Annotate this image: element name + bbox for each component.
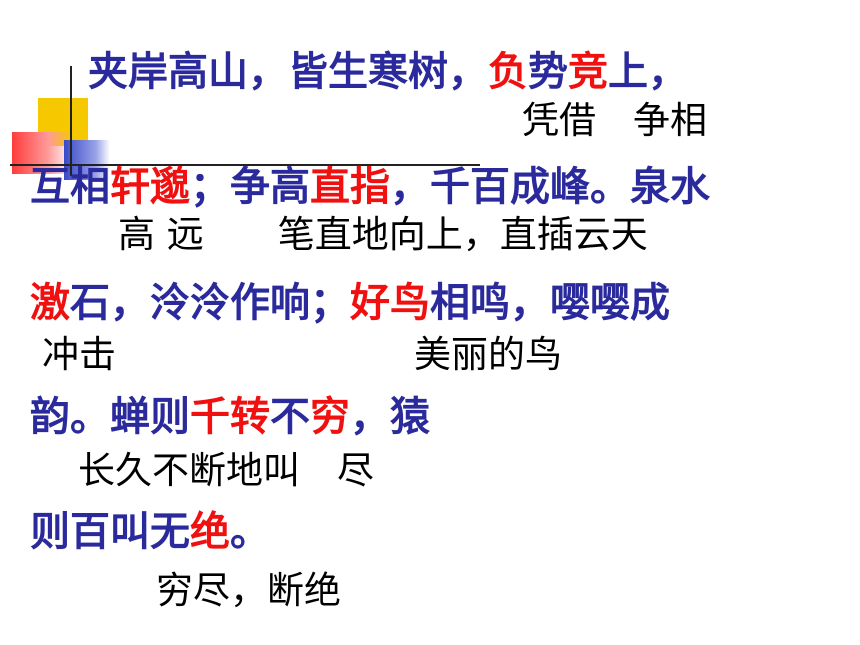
segment: 势 <box>528 49 568 95</box>
segment-highlight: 竞 <box>568 49 608 95</box>
text-line-1: 夹岸高山，皆生寒树，负势竞上， <box>88 52 688 92</box>
segment: 石，泠泠 <box>70 280 230 326</box>
segment: 上， <box>608 49 688 95</box>
segment: ，猿 <box>350 394 430 440</box>
decor-red-gradient-bar <box>12 132 72 174</box>
gloss-line-5: 穷尽，断绝 <box>156 569 341 612</box>
gloss-line-3b: 美丽的鸟 <box>414 333 562 376</box>
segment-highlight: 绝 <box>190 509 230 555</box>
gloss-line-2: 高 远 笔直地向上，直插云天 <box>118 213 648 256</box>
segment-highlight: 负 <box>488 49 528 95</box>
gloss-line-3a: 冲击 <box>42 333 116 376</box>
segment: 不 <box>270 394 310 440</box>
text-line-4: 韵。蝉则千转不穷，猿 <box>30 397 430 437</box>
segment-highlight: 激 <box>30 280 70 326</box>
segment: 则百叫无 <box>30 509 190 555</box>
segment-highlight: 直指 <box>310 164 390 210</box>
segment: 互相 <box>30 164 110 210</box>
segment-highlight: 轩邈 <box>110 164 190 210</box>
segment: ，千百成峰。泉水 <box>390 164 710 210</box>
segment-highlight: 千转 <box>190 394 270 440</box>
decor-vertical-rule <box>70 66 72 176</box>
segment: 相鸣，嘤嘤成 <box>430 280 670 326</box>
gloss-line-4: 长久不断地叫 尽 <box>78 449 374 492</box>
segment: 夹岸高山，皆生寒树， <box>88 49 488 95</box>
segment: ；争高 <box>190 164 310 210</box>
text-line-3: 激石，泠泠作响；好鸟相鸣，嘤嘤成 <box>30 283 670 323</box>
segment: 韵。蝉则 <box>30 394 190 440</box>
segment: 作响； <box>230 280 350 326</box>
segment: 。 <box>230 509 270 555</box>
text-line-5: 则百叫无绝。 <box>30 512 270 552</box>
segment-highlight: 好鸟 <box>350 280 430 326</box>
decor-horizontal-rule <box>10 164 480 166</box>
segment-highlight: 穷 <box>310 394 350 440</box>
text-line-2: 互相轩邈；争高直指，千百成峰。泉水 <box>30 167 710 207</box>
gloss-line-1: 凭借 争相 <box>522 99 707 142</box>
